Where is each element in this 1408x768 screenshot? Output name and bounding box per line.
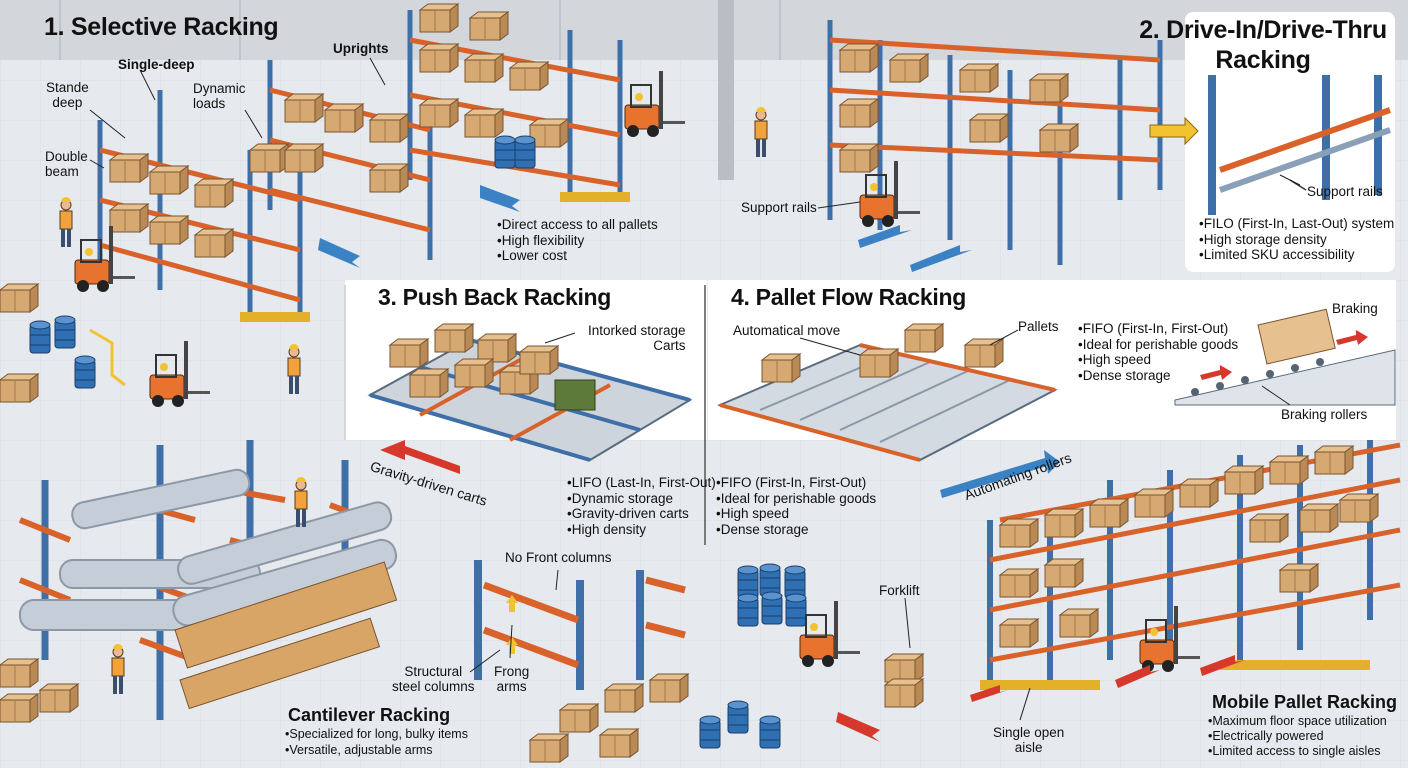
section-title-drive-in: 2. Drive-In/Drive-Thru Racking xyxy=(1139,16,1387,74)
label-uprights: Uprights xyxy=(333,41,389,56)
bullet-item: Dense storage xyxy=(716,522,876,538)
bullets-push-back: LIFO (Last-In, First-Out) Dynamic storag… xyxy=(567,475,716,537)
bullet-item: Lower cost xyxy=(497,248,658,264)
bullet-item: Dynamic storage xyxy=(567,491,716,507)
section-title-mobile: Mobile Pallet Racking xyxy=(1212,692,1398,712)
bullets-mobile: Maximum floor space utilization Electric… xyxy=(1208,714,1387,759)
drive-in-rack-illustration xyxy=(827,20,1163,272)
label-single-open-aisle: Single open aisle xyxy=(993,725,1065,755)
cantilever-rack-illustration xyxy=(0,440,686,723)
bullet-item: Specialized for long, bulky items xyxy=(285,727,468,743)
label-pallets: Pallets xyxy=(1018,319,1059,334)
selective-rack-illustration xyxy=(0,3,768,408)
label-structural-steel-columns: Structural steel columns xyxy=(392,664,475,694)
bullet-item: Dense storage xyxy=(1078,368,1238,384)
section-title-selective: 1. Selective Racking xyxy=(44,13,279,41)
drive-in-inset xyxy=(1149,75,1391,215)
bullets-cantilever: Specialized for long, bulky items Versat… xyxy=(285,727,468,758)
label-braking-rollers: Braking rollers xyxy=(1281,407,1368,422)
bullet-item: High speed xyxy=(1078,352,1238,368)
bullet-item: High storage density xyxy=(1199,232,1394,248)
label-braking: Braking xyxy=(1332,301,1378,316)
label-double-beam: Double beam xyxy=(45,149,88,179)
label-forklift: Forklift xyxy=(879,583,920,598)
bullet-item: FIFO (First-In, First-Out) xyxy=(1078,321,1238,337)
label-automatical-move: Automatical move xyxy=(733,323,841,338)
bullet-item: FIFO (First-In, First-Out) xyxy=(716,475,876,491)
label-stande-deep: Stande deep xyxy=(46,80,89,110)
bullet-item: High density xyxy=(567,522,716,538)
bullet-item: Ideal for perishable goods xyxy=(716,491,876,507)
section-title-pallet-flow: 4. Pallet Flow Racking xyxy=(731,284,966,310)
bullet-item: Ideal for perishable goods xyxy=(1078,337,1238,353)
bullet-item: High speed xyxy=(716,506,876,522)
bullet-item: Direct access to all pallets xyxy=(497,217,658,233)
bullet-item: Maximum floor space utilization xyxy=(1208,714,1386,729)
label-single-deep: Single-deep xyxy=(118,57,195,72)
label-no-front-columns: No Front columns xyxy=(505,550,612,565)
label-support-rails-left: Support rails xyxy=(741,200,817,215)
push-back-carts xyxy=(367,323,693,474)
bullet-item: Versatile, adjustable arms xyxy=(285,743,468,759)
bullet-item: FILO (First-In, Last-Out) system xyxy=(1199,216,1395,232)
label-dynamic-loads: Dynamic loads xyxy=(193,81,246,111)
bullets-drive-in: FILO (First-In, Last-Out) system High st… xyxy=(1199,216,1395,263)
bullet-item: Electrically powered xyxy=(1208,729,1387,744)
bullet-item: High flexibility xyxy=(497,233,658,249)
bullet-item: Limited access to single aisles xyxy=(1208,744,1387,759)
label-support-rails-right: Support rails xyxy=(1307,184,1383,199)
bullets-selective: Direct access to all pallets High flexib… xyxy=(497,217,658,264)
bullet-item: Gravity-driven carts xyxy=(567,506,716,522)
bullets-pallet-flow: FIFO (First-In, First-Out) Ideal for per… xyxy=(716,475,876,537)
section-title-push-back: 3. Push Back Racking xyxy=(378,284,612,310)
bullet-item: Limited SKU accessibility xyxy=(1199,247,1394,263)
bullets-pallet-flow-right: FIFO (First-In, First-Out) Ideal for per… xyxy=(1078,321,1238,383)
label-frong-arms: Frong arms xyxy=(494,664,530,694)
section-title-cantilever: Cantilever Racking xyxy=(288,705,451,725)
bullet-item: LIFO (Last-In, First-Out) xyxy=(567,475,716,491)
pallet-flow-rollers xyxy=(716,308,1396,498)
label-intorked-carts: Intorked storage Carts xyxy=(588,323,686,353)
mobile-rack-illustration xyxy=(529,440,1401,763)
